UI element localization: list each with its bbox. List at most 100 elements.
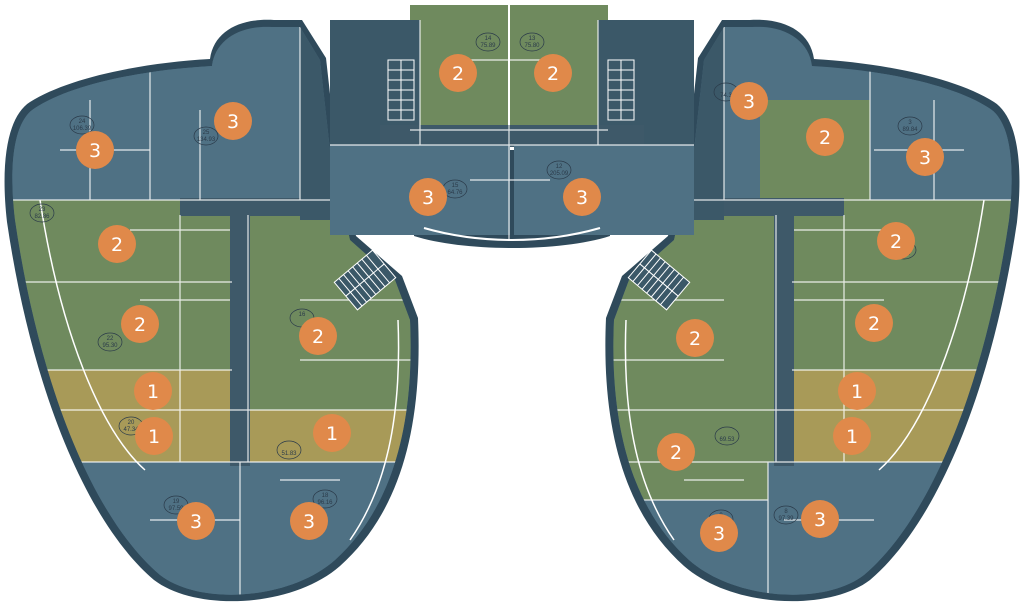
room-count-badge[interactable]: 2 bbox=[98, 225, 136, 263]
badge-circle bbox=[135, 417, 173, 455]
room-count-badge[interactable]: 2 bbox=[299, 317, 337, 355]
apartment-5[interactable] bbox=[792, 282, 1024, 370]
apartment-1b[interactable] bbox=[776, 410, 1024, 462]
apartment-area: 97.39 bbox=[778, 516, 794, 522]
apartment-area: 96.16 bbox=[317, 500, 333, 506]
badge-circle bbox=[534, 54, 572, 92]
room-count-badge[interactable]: 2 bbox=[806, 118, 844, 156]
apartment-label-ring bbox=[97, 332, 123, 352]
center-upper-core bbox=[330, 20, 420, 145]
badge-circle bbox=[730, 82, 768, 120]
room-count-badge[interactable]: 2 bbox=[657, 433, 695, 471]
badge-circle bbox=[134, 372, 172, 410]
stair-icon bbox=[333, 249, 397, 311]
apartment-area: 47.34 bbox=[123, 427, 139, 433]
apartment-label-ring bbox=[69, 115, 95, 135]
apartment-16[interactable] bbox=[248, 215, 420, 410]
badge-circle bbox=[313, 414, 351, 452]
apartment-21[interactable] bbox=[0, 370, 232, 410]
room-count-badge[interactable]: 3 bbox=[290, 502, 328, 540]
apartment-number: 23 bbox=[39, 207, 46, 213]
room-count-badge[interactable]: 3 bbox=[700, 514, 738, 552]
apartment-number: 15 bbox=[452, 183, 459, 189]
room-count-badge[interactable]: 2 bbox=[676, 319, 714, 357]
apartment-6[interactable] bbox=[604, 215, 776, 410]
room-count: 1 bbox=[326, 423, 338, 445]
apartment-label-ring bbox=[193, 126, 219, 146]
room-count: 1 bbox=[846, 426, 858, 448]
room-count-badge[interactable]: 3 bbox=[409, 178, 447, 216]
apartment-area: 74.3 bbox=[720, 93, 732, 99]
badge-circle bbox=[299, 317, 337, 355]
badge-circle bbox=[177, 502, 215, 540]
room-count-badge[interactable]: 3 bbox=[563, 178, 601, 216]
room-count-badge[interactable]: 2 bbox=[534, 54, 572, 92]
room-count-badge[interactable]: 2 bbox=[855, 304, 893, 342]
room-count-badge[interactable]: 2 bbox=[121, 305, 159, 343]
room-count: 2 bbox=[452, 63, 464, 85]
room-count-badge[interactable]: 2 bbox=[439, 54, 477, 92]
room-count-badge[interactable]: 1 bbox=[833, 417, 871, 455]
room-count-badge[interactable]: 3 bbox=[214, 102, 252, 140]
room-count-badges: 3 3 2 2 1 1 3 3 1 2 3 2 2 3 3 2 3 2 2 2 2 1 1 3 3 bbox=[76, 54, 944, 552]
apartment-area: 95.30 bbox=[102, 343, 118, 349]
badge-circle bbox=[855, 304, 893, 342]
apartment-label: 389.84 bbox=[897, 116, 923, 136]
apartment-8[interactable] bbox=[768, 462, 1024, 611]
room-count: 3 bbox=[743, 91, 755, 113]
apartment-1a[interactable] bbox=[792, 370, 1024, 410]
center-upper-core-right bbox=[598, 20, 694, 145]
apartment-number: 18 bbox=[322, 493, 329, 499]
room-count: 2 bbox=[689, 328, 701, 350]
apartment-12[interactable] bbox=[514, 145, 694, 235]
room-count: 3 bbox=[190, 511, 202, 533]
room-count: 3 bbox=[89, 140, 101, 162]
badge-circle bbox=[214, 102, 252, 140]
apartment-area: 205.09 bbox=[550, 171, 569, 177]
apartment-number: 24 bbox=[79, 119, 86, 125]
room-count: 3 bbox=[422, 187, 434, 209]
apartment-area: 75.89 bbox=[480, 43, 496, 49]
badge-circle bbox=[98, 225, 136, 263]
apartment-number: 14 bbox=[485, 36, 492, 42]
badge-circle bbox=[801, 500, 839, 538]
room-count-badge[interactable]: 3 bbox=[906, 138, 944, 176]
room-count-badge[interactable]: 1 bbox=[134, 372, 172, 410]
room-count-badge[interactable]: 1 bbox=[135, 417, 173, 455]
apartment-number: 16 bbox=[299, 312, 306, 318]
apartment-number: 19 bbox=[173, 499, 180, 505]
badge-circle bbox=[806, 118, 844, 156]
stair-icon bbox=[607, 59, 635, 121]
apartment-label-ring bbox=[312, 489, 338, 509]
badge-circle bbox=[700, 514, 738, 552]
room-count-badge[interactable]: 1 bbox=[838, 372, 876, 410]
watermark: IDEA bbox=[935, 534, 971, 552]
room-count-badge[interactable]: 3 bbox=[177, 502, 215, 540]
right-corridor-vertical bbox=[774, 198, 794, 466]
room-count-badge[interactable]: 3 bbox=[730, 82, 768, 120]
room-count: 1 bbox=[148, 426, 160, 448]
apartment-number: 13 bbox=[529, 36, 536, 42]
room-count-badge[interactable]: 3 bbox=[801, 500, 839, 538]
room-count: 2 bbox=[868, 313, 880, 335]
badge-circle bbox=[676, 319, 714, 357]
room-count-badge[interactable]: 1 bbox=[313, 414, 351, 452]
apartment-area: 89.84 bbox=[902, 127, 918, 133]
apartment-label-ring bbox=[519, 32, 545, 52]
room-count: 3 bbox=[814, 509, 826, 531]
room-count-badge[interactable]: 3 bbox=[76, 131, 114, 169]
room-count: 3 bbox=[713, 523, 725, 545]
room-count: 2 bbox=[312, 326, 324, 348]
left-corridor-vertical bbox=[230, 198, 250, 466]
room-count-badge[interactable]: 2 bbox=[877, 222, 915, 260]
apartment-3[interactable] bbox=[870, 60, 1024, 200]
room-count: 2 bbox=[819, 127, 831, 149]
center-block bbox=[330, 5, 694, 311]
room-count: 1 bbox=[851, 381, 863, 403]
badge-circle bbox=[409, 178, 447, 216]
room-count: 2 bbox=[547, 63, 559, 85]
